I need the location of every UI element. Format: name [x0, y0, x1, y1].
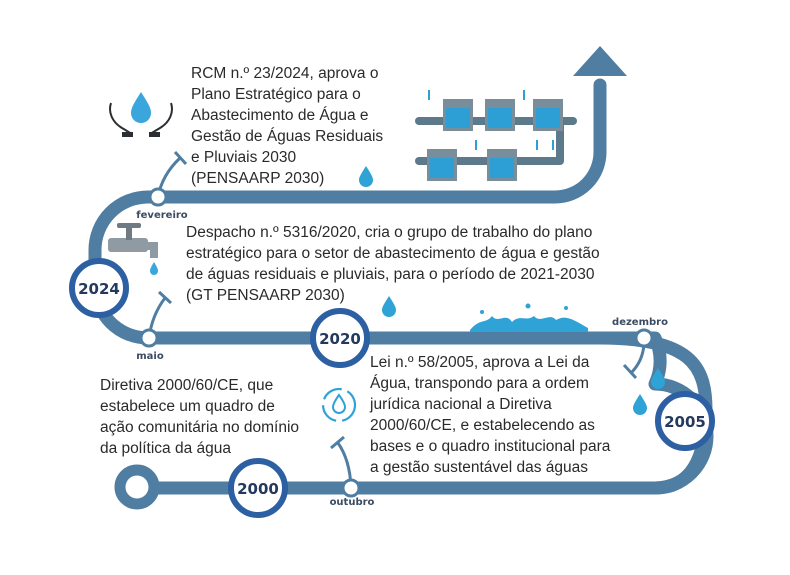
- year-label-2020: 2020: [319, 330, 361, 348]
- month-label-dezembro: dezembro: [612, 317, 668, 328]
- event-line: (PENSAARP 2030): [191, 170, 325, 187]
- event-line: Diretiva 2000/60/CE, que: [100, 377, 274, 394]
- month-label-outubro: outubro: [330, 497, 375, 508]
- event-line: (GT PENSAARP 2030): [186, 287, 345, 304]
- water-drop-icon: [359, 166, 373, 187]
- event-line: Abastecimento de Água e: [191, 107, 369, 124]
- event-line: ação comunitária no domínio: [100, 419, 300, 436]
- event-line: bases e o quadro institucional para: [370, 438, 611, 455]
- month-marker-outubro: outubro: [330, 435, 375, 508]
- month-marker-dezembro: dezembro: [612, 317, 668, 380]
- event-line: estratégico para o setor de abasteciment…: [186, 245, 600, 262]
- water-splash-icon: [470, 303, 588, 332]
- event-line: a gestão sustentável das águas: [370, 459, 589, 476]
- arrow-head: [573, 46, 627, 76]
- event-line: RCM n.º 23/2024, aprova o: [191, 65, 379, 82]
- event-line: Gestão de Águas Residuais: [191, 128, 384, 145]
- event-line: jurídica nacional a Diretiva: [370, 396, 552, 413]
- event-line: 2000/60/CE, e estabelecendo as: [370, 417, 595, 434]
- year-marker-2005: 2005: [655, 391, 715, 451]
- water-drop-icon: [633, 394, 647, 415]
- event-line: Plano Estratégico para o: [191, 86, 361, 103]
- event-line: e Pluviais 2030: [191, 149, 297, 166]
- year-label-2024: 2024: [78, 280, 120, 298]
- event-line: da política da água: [100, 440, 231, 457]
- hands-water-drop-icon: [109, 92, 173, 137]
- faucet-icon: [108, 223, 158, 275]
- year-label-2005: 2005: [664, 413, 706, 431]
- water-drop-icon: [382, 296, 396, 317]
- event-text-rcm-2024: RCM n.º 23/2024, aprova o Plano Estratég…: [191, 63, 383, 189]
- year-label-2000: 2000: [237, 480, 279, 498]
- event-line: de águas residuais e pluviais, para o pe…: [186, 266, 595, 283]
- event-text-despacho-2020: Despacho n.º 5316/2020, cria o grupo de …: [186, 222, 600, 306]
- month-label-fevereiro: fevereiro: [136, 210, 188, 221]
- month-label-maio: maio: [136, 351, 164, 362]
- month-marker-maio: maio: [136, 290, 173, 362]
- event-text-lei-2005: Lei n.º 58/2005, aprova a Lei da Água, t…: [370, 352, 610, 478]
- event-line: Lei n.º 58/2005, aprova a Lei da: [370, 354, 590, 371]
- water-drop-icon: [651, 368, 665, 389]
- event-line: Despacho n.º 5316/2020, cria o grupo de …: [186, 224, 593, 241]
- water-cycle-icon: [321, 387, 357, 423]
- event-line: Água, transpondo para a ordem: [370, 375, 589, 392]
- year-marker-2020: 2020: [310, 308, 370, 368]
- event-line: estabelece um quadro de: [100, 398, 275, 415]
- year-marker-2024: 2024: [69, 258, 129, 318]
- year-marker-2000: 2000: [228, 458, 288, 518]
- event-text-diretiva-2000: Diretiva 2000/60/CE, que estabelece um q…: [100, 375, 299, 459]
- month-marker-fevereiro: fevereiro: [136, 150, 188, 221]
- water-treatment-process-icon: [415, 90, 577, 181]
- timeline-start-ring: [114, 464, 160, 510]
